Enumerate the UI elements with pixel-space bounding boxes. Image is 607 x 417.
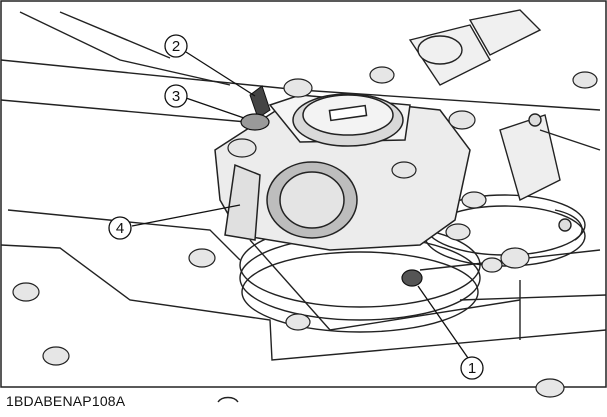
small-fitting-mark: [217, 396, 239, 403]
filler-plug-gasket: [240, 113, 270, 131]
callout-3: 3: [164, 84, 188, 108]
callout-2: 2: [164, 34, 188, 58]
gearbox-housing: [214, 93, 471, 251]
drain-plug: [401, 269, 423, 287]
mower-deck-lines: [0, 11, 607, 361]
callout-leaders: [131, 51, 469, 359]
universal-joint: [408, 9, 542, 86]
bolts: [12, 66, 598, 398]
callout-1: 1: [460, 356, 484, 380]
callout-4: 4: [108, 216, 132, 240]
filler-plug: [249, 85, 271, 119]
callout-number: 3: [172, 88, 180, 105]
tension-linkage: [499, 113, 601, 241]
callout-number: 2: [172, 38, 180, 55]
callout-number: 4: [116, 220, 124, 237]
figure-code: 1BDABENAP108A: [6, 393, 126, 409]
callout-number: 1: [468, 360, 476, 377]
